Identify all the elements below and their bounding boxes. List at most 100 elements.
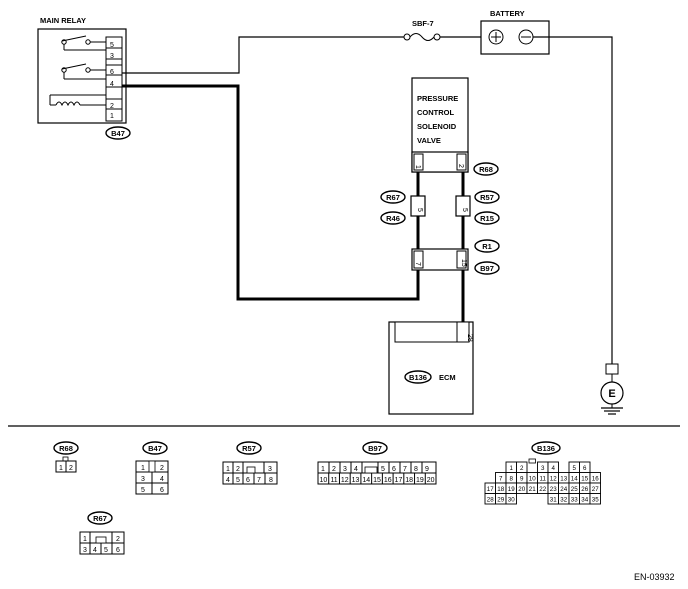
main-relay-title: MAIN RELAY — [40, 16, 86, 25]
connector-pin: 15 — [581, 476, 588, 483]
connector-pin: 18 — [405, 477, 413, 484]
connector-pin: 23 — [550, 486, 557, 493]
connector-pin: 17 — [487, 486, 494, 493]
svg-text:SOLENOID: SOLENOID — [417, 122, 457, 131]
connector-pin: 13 — [560, 476, 567, 483]
connector-pin: 17 — [395, 477, 403, 484]
wire-battery-to-ground — [533, 36, 613, 364]
svg-text:VALVE: VALVE — [417, 136, 441, 145]
svg-text:R67: R67 — [93, 514, 107, 523]
ecm-label: ECM — [439, 373, 456, 382]
svg-text:7: 7 — [257, 477, 261, 484]
connector-pin: 12 — [550, 476, 557, 483]
svg-text:3: 3 — [268, 466, 272, 473]
svg-text:R57: R57 — [480, 193, 494, 202]
relay-pin-4: 4 — [110, 81, 114, 88]
svg-text:4: 4 — [226, 477, 230, 484]
svg-text:15: 15 — [460, 259, 467, 267]
connector-pin: 20 — [518, 486, 525, 493]
connector-pin: 20 — [427, 477, 435, 484]
svg-text:3: 3 — [83, 547, 87, 554]
svg-text:6: 6 — [160, 487, 164, 494]
svg-text:28: 28 — [466, 334, 473, 342]
connector-code-r57: R57 — [474, 190, 500, 204]
wire-relay-to-solenoid-signal — [122, 84, 420, 301]
connector-pin: 11 — [540, 476, 547, 483]
svg-text:B47: B47 — [148, 444, 162, 453]
battery — [480, 20, 550, 55]
connector-pin: 2 — [332, 466, 336, 473]
main-relay — [37, 28, 127, 124]
connector-code-r1: R1 — [474, 239, 500, 253]
relay-pin-3: 3 — [110, 53, 114, 60]
connector-r57-r15: 5 — [455, 195, 471, 217]
connector-pin: 2 — [520, 465, 524, 472]
connector-pin: 33 — [571, 497, 578, 504]
svg-text:2: 2 — [116, 536, 120, 543]
connector-pin: 3 — [541, 465, 545, 472]
connector-pin: 8 — [510, 476, 514, 483]
relay-pin-1: 1 — [110, 113, 114, 120]
connector-code-r68: R68 — [473, 162, 499, 176]
connector-pin: 22 — [539, 486, 546, 493]
svg-text:1: 1 — [59, 465, 63, 472]
svg-text:4: 4 — [160, 476, 164, 483]
connector-pin: 8 — [414, 466, 418, 473]
svg-text:B47: B47 — [111, 129, 125, 138]
svg-text:5: 5 — [416, 208, 423, 212]
svg-text:R67: R67 — [386, 193, 400, 202]
svg-text:5: 5 — [461, 208, 468, 212]
relay-pin-2: 2 — [110, 103, 114, 110]
connector-pin: 5 — [573, 465, 577, 472]
svg-text:4: 4 — [93, 547, 97, 554]
relay-pin-6: 6 — [110, 69, 114, 76]
legend-r68: R68 1 2 — [53, 441, 79, 473]
svg-text:2: 2 — [457, 164, 464, 168]
connector-pin: 11 — [330, 477, 337, 484]
svg-text:8: 8 — [269, 477, 273, 484]
connector-pin: 24 — [560, 486, 567, 493]
main-relay-connector: 5 3 6 4 2 1 — [105, 36, 123, 122]
connector-code-b47: B47 — [105, 126, 131, 140]
connector-pin: 5 — [381, 466, 385, 473]
connector-code-r46: R46 — [380, 211, 406, 225]
connector-pin: 32 — [560, 497, 567, 504]
svg-text:R68: R68 — [59, 444, 73, 453]
svg-text:5: 5 — [104, 547, 108, 554]
connector-pin: 1 — [321, 466, 325, 473]
ground-symbol: E — [600, 363, 624, 415]
connector-pin: 10 — [319, 477, 327, 484]
svg-text:R1: R1 — [482, 242, 492, 251]
svg-text:7: 7 — [414, 262, 421, 266]
connector-pin: 7 — [499, 476, 503, 483]
connector-pin: 9 — [425, 466, 429, 473]
svg-text:R68: R68 — [479, 165, 493, 174]
svg-text:1: 1 — [226, 466, 230, 473]
svg-text:1: 1 — [414, 165, 421, 169]
svg-text:E: E — [608, 388, 615, 400]
connector-r67-r46: 5 — [410, 195, 426, 217]
figure-id: EN-03932 — [634, 572, 675, 582]
connector-pin: 31 — [550, 497, 557, 504]
connector-pin: 27 — [592, 486, 599, 493]
svg-text:5: 5 — [141, 487, 145, 494]
solenoid-connector: 1 2 — [411, 151, 469, 173]
svg-text:2: 2 — [160, 465, 164, 472]
connector-pin: 14 — [571, 476, 578, 483]
connector-code-b136: B136 — [404, 370, 432, 384]
svg-text:R15: R15 — [480, 214, 494, 223]
svg-text:6: 6 — [116, 547, 120, 554]
connector-code-r67: R67 — [380, 190, 406, 204]
svg-text:B136: B136 — [409, 373, 427, 382]
connector-pin: 14 — [362, 477, 370, 484]
connector-code-r15: R15 — [474, 211, 500, 225]
connector-pin: 19 — [416, 477, 424, 484]
connector-pin: 26 — [581, 486, 588, 493]
connector-pin: 1 — [510, 465, 514, 472]
fuse-label: SBF-7 — [412, 19, 434, 28]
connector-pin: 9 — [520, 476, 524, 483]
svg-text:R57: R57 — [242, 444, 256, 453]
